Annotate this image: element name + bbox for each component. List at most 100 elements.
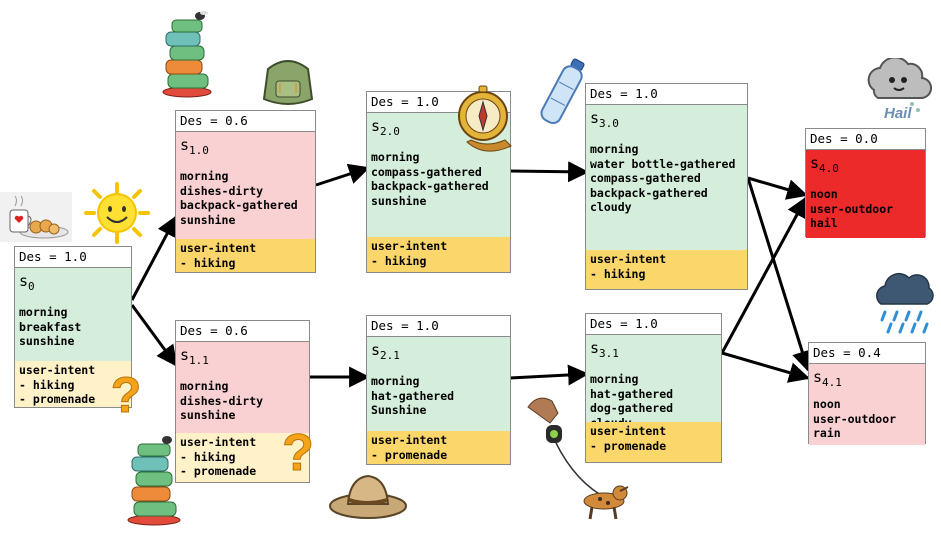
fact-line: sunshine bbox=[180, 212, 236, 227]
arrow-s31-s41 bbox=[721, 351, 811, 383]
fact-line: compass-gathered bbox=[371, 164, 482, 179]
fact-line: noon bbox=[813, 397, 841, 411]
state-s1-0: Des = 0.6 s1.0 morning dishes-dirty back… bbox=[175, 110, 316, 273]
fact-line: backpack-gathered bbox=[371, 179, 489, 193]
hail-cloud-icon: Hail bbox=[867, 58, 932, 122]
desirability-label: Des = 1.0 bbox=[367, 316, 510, 337]
fact-line: dog-gathered bbox=[590, 401, 674, 415]
fact-line: backpack-gathered bbox=[180, 198, 298, 212]
rain-cloud-icon bbox=[876, 272, 934, 334]
compass-icon bbox=[458, 85, 512, 152]
state-name: s1.0 bbox=[180, 136, 209, 157]
fact-line: morning bbox=[180, 379, 229, 393]
state-name: s3.1 bbox=[590, 339, 619, 360]
fact-line: rain bbox=[813, 426, 841, 440]
fact-line: morning bbox=[371, 150, 420, 164]
state-s0: Des = 1.0 s0 morning breakfast sunshine … bbox=[14, 246, 132, 408]
state-s1-1: Des = 0.6 s1.1 morning dishes-dirty suns… bbox=[175, 320, 310, 483]
transition-arrows bbox=[130, 161, 813, 388]
arrow-s30-s41 bbox=[746, 177, 813, 373]
desirability-label: Des = 0.4 bbox=[809, 343, 925, 364]
intent-line: - hiking bbox=[371, 253, 427, 268]
desirability-label: Des = 1.0 bbox=[586, 84, 747, 105]
arrow-s20-s30 bbox=[509, 161, 590, 183]
fact-line: morning bbox=[590, 142, 639, 156]
fact-line: water bottle-gathered bbox=[590, 156, 736, 171]
fact-line: cloudy bbox=[590, 200, 632, 214]
desirability-label: Des = 0.0 bbox=[806, 129, 925, 150]
fact-line: sunshine bbox=[180, 408, 236, 422]
breakfast-icon bbox=[0, 192, 72, 242]
intent-line: - hiking bbox=[180, 255, 236, 270]
intent-line: user-intent bbox=[371, 433, 448, 447]
hail-label: Hail bbox=[884, 105, 912, 122]
fact-line: breakfast bbox=[19, 319, 82, 334]
state-name: s3.0 bbox=[590, 109, 619, 130]
state-name: s0 bbox=[19, 272, 35, 293]
intent-line: - hiking bbox=[180, 449, 236, 464]
arrow-s21-s31 bbox=[509, 364, 590, 386]
desirability-label: Des = 1.0 bbox=[586, 314, 721, 335]
sun-icon bbox=[84, 182, 150, 244]
dirty-dishes-icon bbox=[127, 436, 181, 526]
arrow-s0-s11 bbox=[130, 304, 178, 367]
dirty-dishes-icon bbox=[162, 11, 212, 98]
fact-line: compass-gathered bbox=[590, 171, 701, 185]
intent-line: user-intent bbox=[590, 424, 667, 438]
fact-line: hat-gathered bbox=[371, 388, 455, 403]
fact-line: backpack-gathered bbox=[590, 185, 708, 200]
state-s4-1: Des = 0.4 s4.1 noon user-outdoor rain bbox=[808, 342, 926, 445]
state-name: s2.1 bbox=[371, 341, 400, 362]
intent-line: - promenade bbox=[180, 464, 257, 478]
fact-line: user-outdoor bbox=[813, 411, 897, 426]
fact-line: sunshine bbox=[19, 334, 75, 348]
intent-line: user-intent bbox=[19, 363, 96, 377]
intent-line: user-intent bbox=[180, 241, 257, 255]
intent-line: - hiking bbox=[590, 266, 646, 281]
fact-line: dishes-dirty bbox=[180, 393, 264, 408]
arrow-s0-s10 bbox=[130, 215, 178, 301]
state-name: s2.0 bbox=[371, 117, 400, 138]
desirability-label: Des = 0.6 bbox=[176, 111, 315, 132]
hat-icon bbox=[329, 474, 407, 519]
intent-line: user-intent bbox=[180, 435, 257, 449]
intent-line: - promenade bbox=[371, 447, 448, 462]
fact-line: dishes-dirty bbox=[180, 183, 264, 198]
state-name: s4.1 bbox=[813, 368, 842, 389]
state-name: s1.1 bbox=[180, 346, 209, 367]
intent-line: - hiking bbox=[19, 377, 75, 392]
state-s2-0: Des = 1.0 s2.0 morning compass-gathered … bbox=[366, 91, 511, 273]
question-mark-icon: ? bbox=[110, 368, 142, 418]
question-mark-icon: ? bbox=[282, 424, 315, 476]
fact-line: noon bbox=[810, 187, 838, 201]
desirability-label: Des = 1.0 bbox=[15, 247, 131, 268]
arrow-s31-s40 bbox=[720, 196, 808, 354]
intent-line: user-intent bbox=[590, 252, 667, 266]
state-s2-1: Des = 1.0 s2.1 morning hat-gathered Suns… bbox=[366, 315, 511, 465]
state-s3-0: Des = 1.0 s3.0 morning water bottle-gath… bbox=[585, 83, 748, 290]
state-s4-0: Des = 0.0 s4.0 noon user-outdoor hail bbox=[805, 128, 926, 238]
arrow-s10-s20 bbox=[315, 163, 370, 187]
fact-line: hail bbox=[810, 216, 838, 230]
fact-line: morning bbox=[19, 305, 68, 319]
fact-line: morning bbox=[180, 169, 229, 183]
intent-line: user-intent bbox=[371, 239, 448, 253]
fact-line: morning bbox=[371, 374, 420, 388]
question-mark-glyph: ? bbox=[111, 368, 142, 418]
intent-line: - promenade bbox=[590, 438, 667, 453]
intent-line: - promenade bbox=[19, 392, 96, 406]
fact-line: sunshine bbox=[371, 193, 427, 208]
fact-line: morning bbox=[590, 372, 639, 386]
fact-line: Sunshine bbox=[371, 403, 427, 417]
question-mark-glyph: ? bbox=[282, 424, 314, 476]
dog-leash-icon bbox=[527, 397, 629, 520]
water-bottle-icon bbox=[540, 58, 585, 125]
arrow-s30-s40 bbox=[747, 176, 809, 200]
backpack-icon bbox=[262, 60, 314, 105]
fact-line: hat-gathered bbox=[590, 386, 674, 401]
state-name: s4.0 bbox=[810, 154, 839, 175]
fact-line: user-outdoor bbox=[810, 201, 894, 216]
state-s3-1: Des = 1.0 s3.1 morning hat-gathered dog-… bbox=[585, 313, 722, 463]
desirability-label: Des = 0.6 bbox=[176, 321, 309, 342]
